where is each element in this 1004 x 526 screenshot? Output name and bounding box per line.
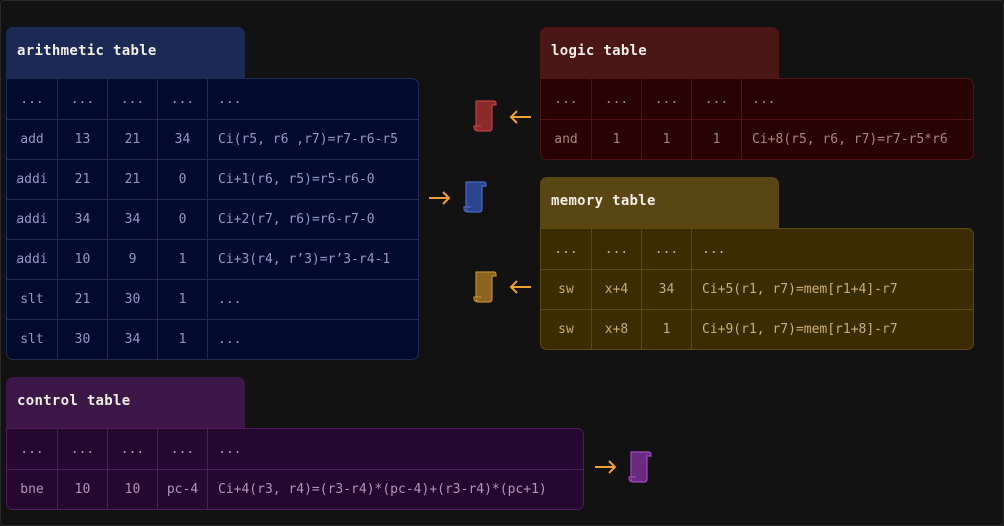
control-table-cell: ... [207,429,583,469]
arithmetic-table-cell: Ci+1(r6, r5)=r5-r6-0 [207,160,418,199]
control-table-cell: bne [20,482,44,497]
arithmetic-table-cell: 34 [157,120,207,159]
arithmetic-table-cell: Ci+2(r7, r6)=r6-r7-0 [207,200,418,239]
arithmetic-table-row: ............... [7,79,418,119]
arithmetic-table-cell: addi [16,212,48,227]
memory-table-cell: ... [691,229,973,269]
memory-table-cell: x+4 [591,270,641,309]
arithmetic-table-cell: 34 [107,200,157,239]
logic-scroll-icon [473,100,497,132]
arithmetic-table-cell: addi [16,172,48,187]
memory-table-cell: ... [554,241,578,257]
memory-table-cell: Ci+9(r1, r7)=mem[r1+8]-r7 [691,310,973,349]
arithmetic-table-cell: Ci(r5, r6 ,r7)=r7-r6-r5 [207,120,418,159]
left-arrow-icon [509,110,531,124]
control-table-cell: Ci+4(r3, r4)=(r3-r4)*(pc-4)+(r3-r4)*(pc+… [207,470,583,509]
arithmetic-table-cell: 1 [157,320,207,359]
logic-table-cell: 1 [591,120,641,159]
arithmetic-table-cell: 34 [57,200,107,239]
memory-table-cell: 34 [641,270,691,309]
control-table-cell: 10 [57,470,107,509]
arithmetic-table-cell: ... [207,280,418,319]
logic-table-cell: and [554,132,578,147]
arithmetic-table-cell: 30 [107,280,157,319]
arithmetic-table-cell: 1 [157,280,207,319]
right-arrow-icon [595,460,617,474]
arithmetic-table-cell: addi [16,252,48,267]
control-table-cell: pc-4 [157,470,207,509]
control-table-cell: ... [107,429,157,469]
arithmetic-table-cell: 13 [57,120,107,159]
arithmetic-table-cell: 30 [57,320,107,359]
logic-table-row: ............... [541,79,973,119]
logic-table-cell: ... [554,91,578,107]
memory-table-cell: sw [558,322,574,337]
arithmetic-table-cell: 34 [107,320,157,359]
arithmetic-table-cell: 0 [157,160,207,199]
arithmetic-scroll-icon [463,181,487,213]
memory-table-cell: 1 [641,310,691,349]
logic-table-cell: ... [591,79,641,119]
logic-table-cell: ... [741,79,973,119]
memory-table-cell: sw [558,282,574,297]
memory-table-cell: x+8 [591,310,641,349]
right-arrow-icon [429,191,451,205]
control-table-cell: 10 [107,470,157,509]
arithmetic-table-cell: 21 [57,160,107,199]
arithmetic-table-cell: ... [107,79,157,119]
arithmetic-table-cell: add [20,132,44,147]
logic-table-cell: 1 [641,120,691,159]
arithmetic-table-cell: ... [57,79,107,119]
arithmetic-table-cell: slt [20,332,44,347]
arithmetic-table-cell: 21 [57,280,107,319]
control-table-row: ............... [7,429,583,469]
memory-table-cell: ... [591,229,641,269]
memory-table-title: memory table [540,177,779,229]
logic-table-cell: Ci+8(r5, r6, r7)=r7-r5*r6 [741,120,973,159]
control-table-title: control table [6,377,245,429]
memory-table-cell: Ci+5(r1, r7)=mem[r1+4]-r7 [691,270,973,309]
arithmetic-table-cell: ... [207,320,418,359]
arithmetic-table-cell: slt [20,292,44,307]
memory-table-cell: ... [641,229,691,269]
logic-table-cell: ... [691,79,741,119]
control-scroll-icon [628,451,652,483]
arithmetic-table-cell: ... [20,91,44,107]
logic-table-cell: 1 [691,120,741,159]
memory-table-row: ............ [541,229,973,269]
control-table-cell: ... [157,429,207,469]
control-table-cell: ... [57,429,107,469]
arithmetic-table-cell: 21 [107,160,157,199]
left-arrow-icon [509,280,531,294]
arithmetic-table-cell: Ci+3(r4, r’3)=r’3-r4-1 [207,240,418,279]
arithmetic-table-title: arithmetic table [6,27,245,79]
arithmetic-table-cell: ... [207,79,418,119]
arithmetic-table-cell: ... [157,79,207,119]
control-table-cell: ... [20,441,44,457]
arithmetic-table-cell: 1 [157,240,207,279]
logic-table-title: logic table [540,27,779,79]
arithmetic-table-cell: 10 [57,240,107,279]
arithmetic-table-cell: 0 [157,200,207,239]
arithmetic-table-cell: 9 [107,240,157,279]
arithmetic-table-cell: 21 [107,120,157,159]
memory-scroll-icon [473,271,497,303]
logic-table-cell: ... [641,79,691,119]
